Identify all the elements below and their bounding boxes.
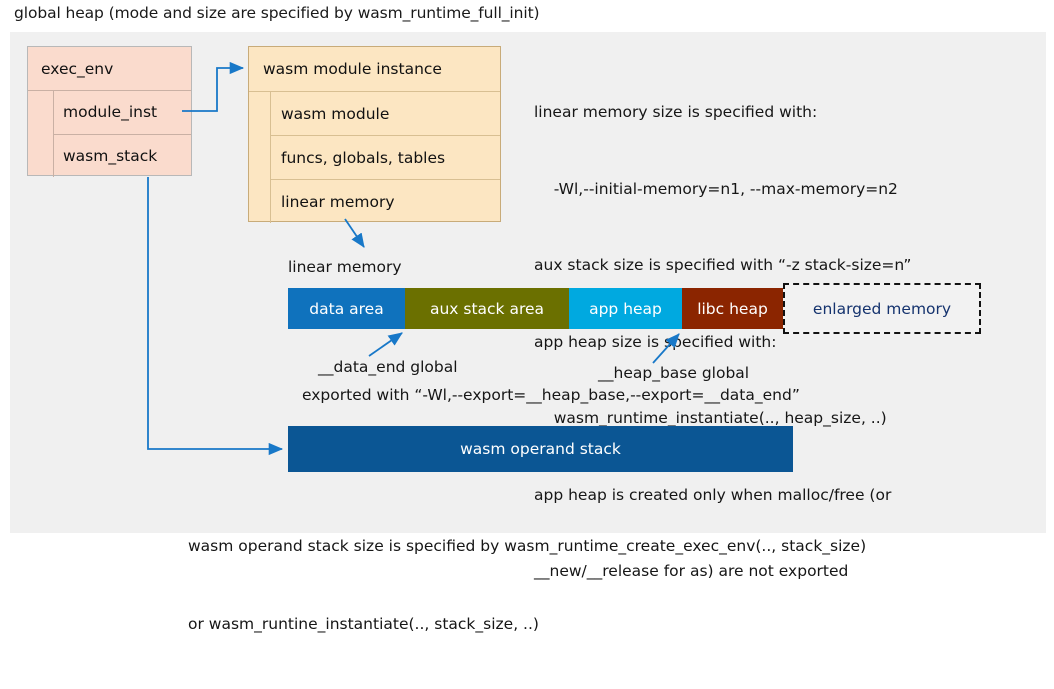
segment-app-heap: app heap bbox=[569, 288, 682, 329]
annotation-exported-with: exported with “-Wl,--export=__heap_base,… bbox=[302, 386, 800, 404]
segment-enlarged-memory: enlarged memory bbox=[783, 283, 981, 334]
module-instance-rows: wasm module funcs, globals, tables linea… bbox=[271, 92, 500, 223]
module-row-wasm-module: wasm module bbox=[271, 92, 500, 136]
module-instance-gutter bbox=[249, 92, 271, 223]
exec-env-box: exec_env module_inst wasm_stack bbox=[27, 46, 192, 177]
module-instance-header: wasm module instance bbox=[249, 47, 500, 92]
page-title: global heap (mode and size are specified… bbox=[14, 4, 540, 22]
exec-env-header: exec_env bbox=[28, 47, 191, 91]
exec-env-rows: module_inst wasm_stack bbox=[54, 91, 191, 177]
footnote-line-0: wasm operand stack size is specified by … bbox=[188, 537, 867, 555]
exec-env-row-module-inst: module_inst bbox=[54, 91, 191, 135]
exec-env-body: module_inst wasm_stack bbox=[28, 91, 191, 177]
exec-env-row-wasm-stack: wasm_stack bbox=[63, 146, 158, 165]
diagram-root: global heap (mode and size are specified… bbox=[10, 4, 1046, 633]
note-line-5: app heap is created only when malloc/fre… bbox=[534, 485, 892, 504]
wasm-operand-stack-box: wasm operand stack bbox=[288, 426, 793, 472]
segment-libc-heap: libc heap bbox=[682, 288, 783, 329]
footnote-line-1: or wasm_runtine_instantiate(.., stack_si… bbox=[188, 615, 539, 633]
annotation-data-end: __data_end global bbox=[318, 358, 458, 376]
segment-aux-stack-area: aux stack area bbox=[405, 288, 569, 329]
note-line-3: app heap size is specified with: bbox=[534, 332, 777, 351]
note-line-1: -Wl,--initial-memory=n1, --max-memory=n2 bbox=[534, 179, 898, 198]
exec-env-gutter bbox=[28, 91, 54, 177]
module-row-linear-memory: linear memory bbox=[281, 192, 395, 211]
module-instance-body: wasm module funcs, globals, tables linea… bbox=[249, 92, 500, 223]
wasm-module-instance-box: wasm module instance wasm module funcs, … bbox=[248, 46, 501, 223]
note-line-2: aux stack size is specified with “-z sta… bbox=[534, 256, 912, 274]
module-row-funcs-globals-tables: funcs, globals, tables bbox=[271, 136, 500, 180]
annotation-heap-base: __heap_base global bbox=[598, 364, 750, 382]
footnote-block: wasm operand stack size is specified by … bbox=[188, 481, 1048, 689]
linear-memory-strip: data area aux stack area app heap libc h… bbox=[288, 283, 981, 334]
notes-block: linear memory size is specified with: -W… bbox=[534, 49, 1034, 636]
segment-data-area: data area bbox=[288, 288, 405, 329]
note-line-0: linear memory size is specified with: bbox=[534, 103, 818, 121]
note-line-4: wasm_runtime_instantiate(.., heap_size, … bbox=[534, 409, 887, 427]
linear-memory-label: linear memory bbox=[288, 258, 402, 276]
